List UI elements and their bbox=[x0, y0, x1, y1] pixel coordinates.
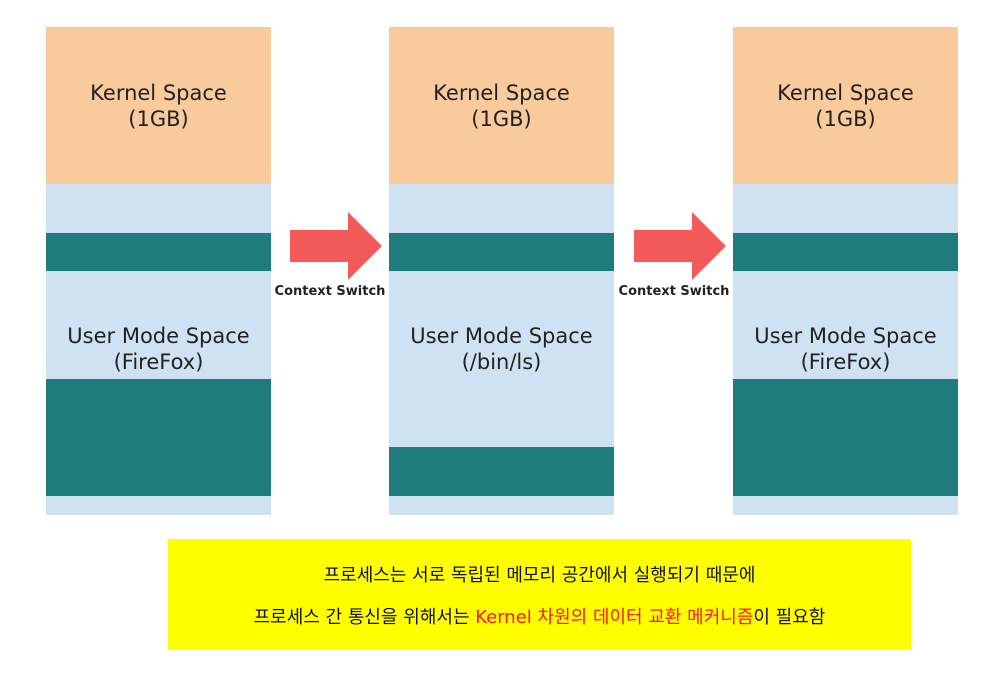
address-space-ls: Kernel Space (1GB) User Mode Space (/bin… bbox=[389, 27, 614, 515]
memory-block bbox=[46, 379, 271, 496]
context-switch-label: Context Switch bbox=[618, 284, 730, 299]
arrow-shape bbox=[290, 212, 382, 280]
kernel-space-size: (1GB) bbox=[815, 106, 876, 131]
kernel-space-size: (1GB) bbox=[471, 106, 532, 131]
context-switch-label: Context Switch bbox=[274, 284, 386, 299]
user-space-process: (FireFox) bbox=[113, 350, 204, 374]
user-space-label: User Mode Space (FireFox) bbox=[733, 323, 958, 375]
memory-block bbox=[733, 379, 958, 496]
user-space-title: User Mode Space bbox=[754, 324, 937, 348]
note-box: 프로세스는 서로 독립된 메모리 공간에서 실행되기 때문에 프로세스 간 통신… bbox=[168, 539, 911, 650]
kernel-space-block: Kernel Space (1GB) bbox=[733, 27, 958, 184]
kernel-space-block: Kernel Space (1GB) bbox=[389, 27, 614, 184]
arrow-icon bbox=[634, 212, 726, 280]
arrow-icon bbox=[290, 212, 382, 280]
memory-block bbox=[389, 447, 614, 496]
memory-block bbox=[733, 233, 958, 271]
kernel-space-block: Kernel Space (1GB) bbox=[46, 27, 271, 184]
user-space-label: User Mode Space (/bin/ls) bbox=[389, 323, 614, 375]
memory-block bbox=[389, 233, 614, 271]
user-space-process: (FireFox) bbox=[800, 350, 891, 374]
note-line-2: 프로세스 간 통신을 위해서는 Kernel 차원의 데이터 교환 메커니즘이 … bbox=[254, 603, 826, 629]
user-space-title: User Mode Space bbox=[410, 324, 593, 348]
arrow-shape bbox=[634, 212, 726, 280]
user-space-label: User Mode Space (FireFox) bbox=[46, 323, 271, 375]
user-space-title: User Mode Space bbox=[67, 324, 250, 348]
kernel-space-title: Kernel Space bbox=[777, 80, 914, 105]
address-space-firefox-1: Kernel Space (1GB) User Mode Space (Fire… bbox=[46, 27, 271, 515]
kernel-space-size: (1GB) bbox=[128, 106, 189, 131]
note-line-1: 프로세스는 서로 독립된 메모리 공간에서 실행되기 때문에 bbox=[323, 564, 756, 586]
memory-block bbox=[46, 233, 271, 271]
kernel-space-title: Kernel Space bbox=[90, 80, 227, 105]
note-line-2-prefix: 프로세스 간 통신을 위해서는 bbox=[253, 606, 476, 628]
address-space-firefox-2: Kernel Space (1GB) User Mode Space (Fire… bbox=[733, 27, 958, 515]
user-space-process: (/bin/ls) bbox=[461, 350, 542, 374]
note-highlight: Kernel 차원의 데이터 교환 메커니즘 bbox=[475, 606, 754, 628]
kernel-space-title: Kernel Space bbox=[433, 80, 570, 105]
note-line-2-suffix: 이 필요함 bbox=[753, 606, 826, 628]
